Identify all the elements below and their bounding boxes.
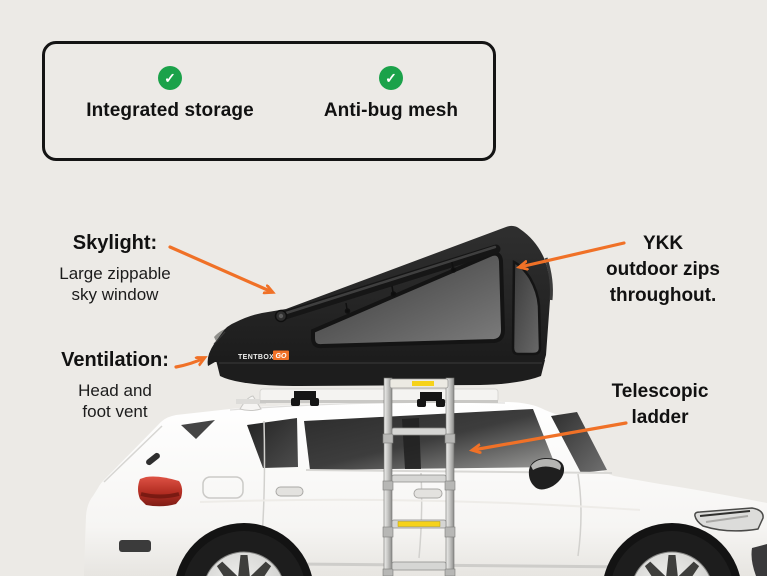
tent-base-tray [216, 360, 545, 386]
annotation-desc-line: sky window [71, 285, 159, 304]
feature-anti-bug-mesh: ✓ Anti-bug mesh [291, 44, 491, 158]
car [84, 395, 767, 576]
ladder-warning-label [397, 521, 441, 527]
annotation-desc-line: Head and [78, 381, 152, 400]
annotation-desc-line: foot vent [82, 402, 148, 421]
annotation-title-line: Telescopic [611, 381, 709, 402]
rear-wiper [146, 452, 160, 466]
tent-badge-text: GO [276, 353, 287, 360]
check-icon: ✓ [379, 66, 403, 90]
front-wheel [604, 523, 740, 576]
rear-bumper-trim [119, 540, 151, 552]
feature-label: Integrated storage [86, 100, 254, 121]
tent-side-window [311, 251, 506, 349]
check-glyph: ✓ [385, 70, 397, 86]
fuel-flap [202, 476, 244, 499]
skylight-roll [274, 244, 501, 323]
mount-clamp-front [417, 392, 445, 407]
tent-nose-seam [213, 331, 226, 345]
rear-wheel [176, 523, 312, 576]
telescopic-ladder [382, 377, 456, 576]
annotation-ventilation: Ventilation: Head and foot vent [36, 347, 194, 422]
annotation-telescopic-ladder: Telescopic ladder [580, 379, 740, 431]
feature-integrated-storage: ✓ Integrated storage [65, 44, 275, 158]
rooftop-tent: TENTBOX GO [207, 225, 553, 386]
mount-clamp-rear [291, 391, 319, 406]
spoiler-shadow [181, 420, 215, 439]
annotation-title-line: throughout. [609, 285, 717, 306]
front-bumper-corner [751, 544, 767, 576]
taillight-stripe [140, 492, 180, 499]
feature-card: ✓ Integrated storage ✓ Anti-bug mesh [42, 41, 496, 161]
door-seam-front [577, 473, 582, 557]
annotation-ykk-zips: YKK outdoor zips throughout. [582, 231, 744, 309]
annotation-title-line: outdoor zips [606, 259, 720, 280]
side-mirror [528, 458, 565, 490]
tent-rear-window [511, 259, 542, 356]
check-glyph: ✓ [164, 70, 176, 86]
annotation-title: Skylight: [72, 232, 158, 254]
hatch-seam [103, 425, 163, 483]
annotation-title-line: ladder [631, 407, 689, 428]
sill-shadow [294, 562, 641, 569]
feature-label: Anti-bug mesh [323, 100, 459, 121]
rear-quarter-window [247, 418, 298, 468]
taillight [138, 476, 183, 507]
ladder-top-label [412, 381, 434, 386]
annotation-skylight: Skylight: Large zippable sky window [36, 230, 194, 305]
annotation-desc-line: Large zippable [59, 264, 171, 283]
annotation-title-line: YKK [642, 233, 684, 254]
tent-brand-text: TENTBOX [238, 354, 274, 361]
door-handle-rear [275, 486, 304, 497]
tent-badge [273, 350, 289, 360]
check-icon: ✓ [158, 66, 182, 90]
b-pillar [402, 418, 421, 469]
door-handle-front [413, 488, 443, 499]
roof-rack [236, 388, 499, 407]
ladder-collars [382, 433, 456, 576]
annotation-title: Ventilation: [61, 349, 169, 371]
headlight-line [699, 510, 751, 517]
body-crease [199, 498, 641, 511]
tent-logo: TENTBOX GO [238, 350, 289, 361]
headlight-chrome [705, 515, 749, 523]
zipper-pulls [344, 261, 457, 314]
